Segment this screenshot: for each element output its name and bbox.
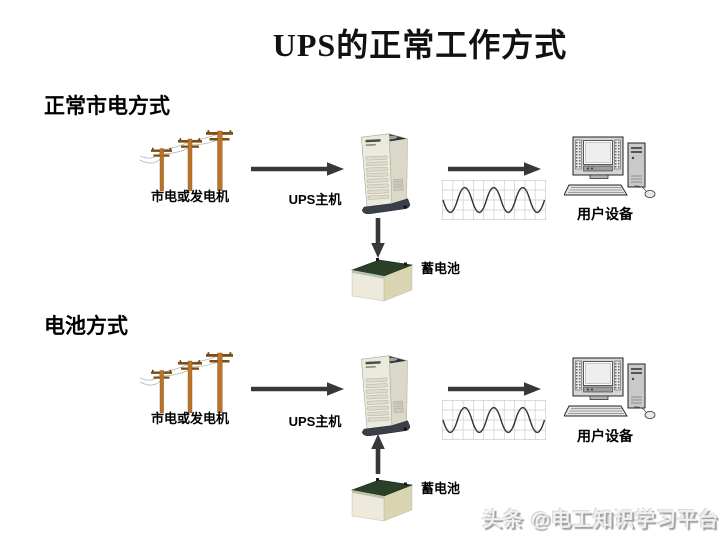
- section-1-heading: 正常市电方式: [44, 95, 170, 118]
- computer-icon: [564, 357, 658, 423]
- battery-label: 蓄电池: [421, 481, 461, 496]
- user-device-label: 用户设备: [577, 206, 633, 222]
- section-2-heading: 电池方式: [44, 315, 128, 338]
- user-device-label: 用户设备: [577, 428, 633, 444]
- ups-label: UPS主机: [288, 192, 342, 207]
- watermark: 头条 @电工知识学习平台: [481, 509, 719, 531]
- battery-label: 蓄电池: [421, 261, 461, 276]
- arrow-right-icon: [248, 161, 346, 177]
- power-poles-icon: [140, 129, 236, 191]
- arrow-right-icon: [248, 381, 346, 397]
- ups-tower-icon: [345, 122, 423, 214]
- arrow-up-icon: [370, 432, 386, 476]
- power-source-label: 市电或发电机: [150, 189, 229, 204]
- ups-tower-icon: [345, 344, 423, 436]
- power-source-label: 市电或发电机: [150, 411, 229, 426]
- arrow-right-icon: [445, 161, 543, 177]
- page-title: UPS的正常工作方式: [272, 27, 568, 63]
- power-poles-icon: [140, 351, 236, 413]
- computer-icon: [564, 136, 658, 202]
- battery-icon: [350, 254, 414, 302]
- ups-label: UPS主机: [288, 414, 342, 429]
- arrow-right-icon: [445, 381, 543, 397]
- sine-wave-icon: [442, 180, 546, 220]
- battery-icon: [350, 474, 414, 522]
- sine-wave-icon: [442, 400, 546, 440]
